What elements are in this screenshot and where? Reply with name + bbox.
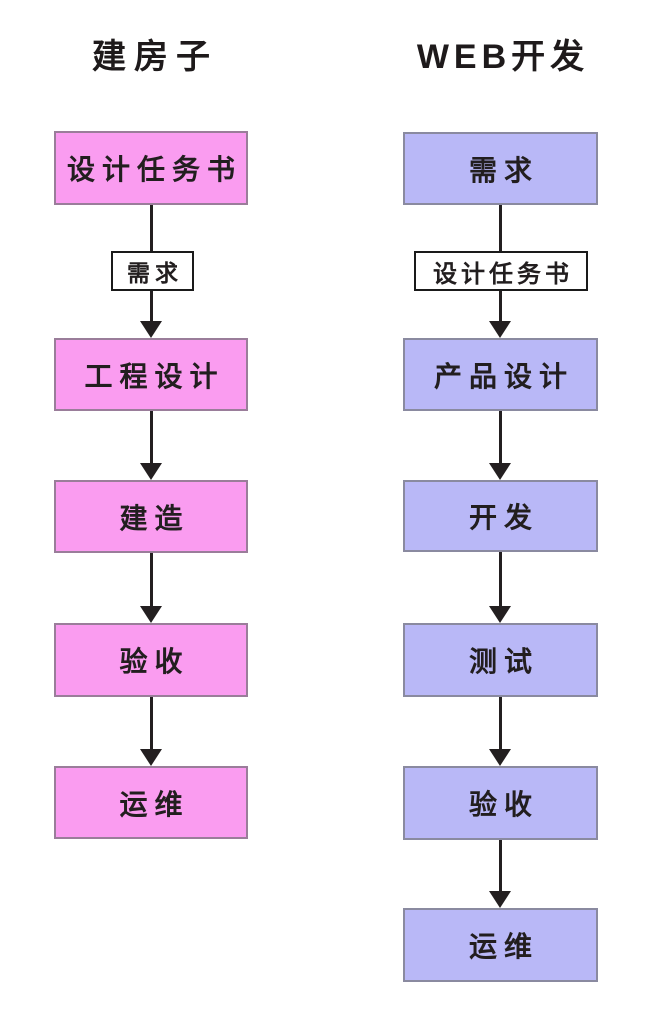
arrow-head-icon bbox=[140, 321, 162, 338]
arrow-shaft bbox=[149, 290, 153, 321]
arrow-shaft bbox=[498, 840, 502, 891]
left-arrow-4 bbox=[140, 697, 162, 766]
right-step-requirements: 需求 bbox=[403, 132, 598, 205]
left-connector-label-box: 需求 bbox=[111, 251, 194, 291]
left-flow-title: 建房子 bbox=[92, 38, 218, 76]
left-step-engineering-design: 工程设计 bbox=[54, 338, 248, 411]
arrow-head-icon bbox=[489, 606, 511, 623]
right-arrow-5 bbox=[489, 840, 511, 908]
left-step-design-brief: 设计任务书 bbox=[54, 131, 248, 205]
right-arrow-2 bbox=[489, 411, 511, 480]
arrow-head-icon bbox=[489, 749, 511, 766]
right-arrow-3 bbox=[489, 552, 511, 623]
arrow-shaft bbox=[498, 411, 502, 463]
arrow-head-icon bbox=[489, 891, 511, 908]
arrow-head-icon bbox=[140, 749, 162, 766]
right-step-testing: 测试 bbox=[403, 623, 598, 697]
right-connector-label-box: 设计任务书 bbox=[414, 251, 588, 291]
arrow-head-icon bbox=[489, 321, 511, 338]
left-step-acceptance: 验收 bbox=[54, 623, 248, 697]
right-step-development: 开发 bbox=[403, 480, 598, 552]
arrow-shaft bbox=[149, 411, 153, 463]
arrow-head-icon bbox=[140, 606, 162, 623]
arrow-shaft bbox=[149, 697, 153, 749]
right-connector-line-top bbox=[499, 205, 502, 253]
arrow-head-icon bbox=[489, 463, 511, 480]
arrow-shaft bbox=[498, 290, 502, 321]
right-arrow-4 bbox=[489, 697, 511, 766]
right-step-product-design: 产品设计 bbox=[403, 338, 598, 411]
left-arrow-3 bbox=[140, 553, 162, 623]
left-step-operations: 运维 bbox=[54, 766, 248, 839]
arrow-head-icon bbox=[140, 463, 162, 480]
arrow-shaft bbox=[498, 697, 502, 749]
left-arrow-1 bbox=[140, 290, 162, 338]
arrow-shaft bbox=[498, 552, 502, 606]
right-step-acceptance: 验收 bbox=[403, 766, 598, 840]
right-arrow-1 bbox=[489, 290, 511, 338]
left-step-construction: 建造 bbox=[54, 480, 248, 553]
left-connector-line-top bbox=[150, 205, 153, 253]
left-arrow-2 bbox=[140, 411, 162, 480]
right-step-operations: 运维 bbox=[403, 908, 598, 982]
arrow-shaft bbox=[149, 553, 153, 606]
right-flow-title: WEB开发 bbox=[416, 38, 590, 76]
